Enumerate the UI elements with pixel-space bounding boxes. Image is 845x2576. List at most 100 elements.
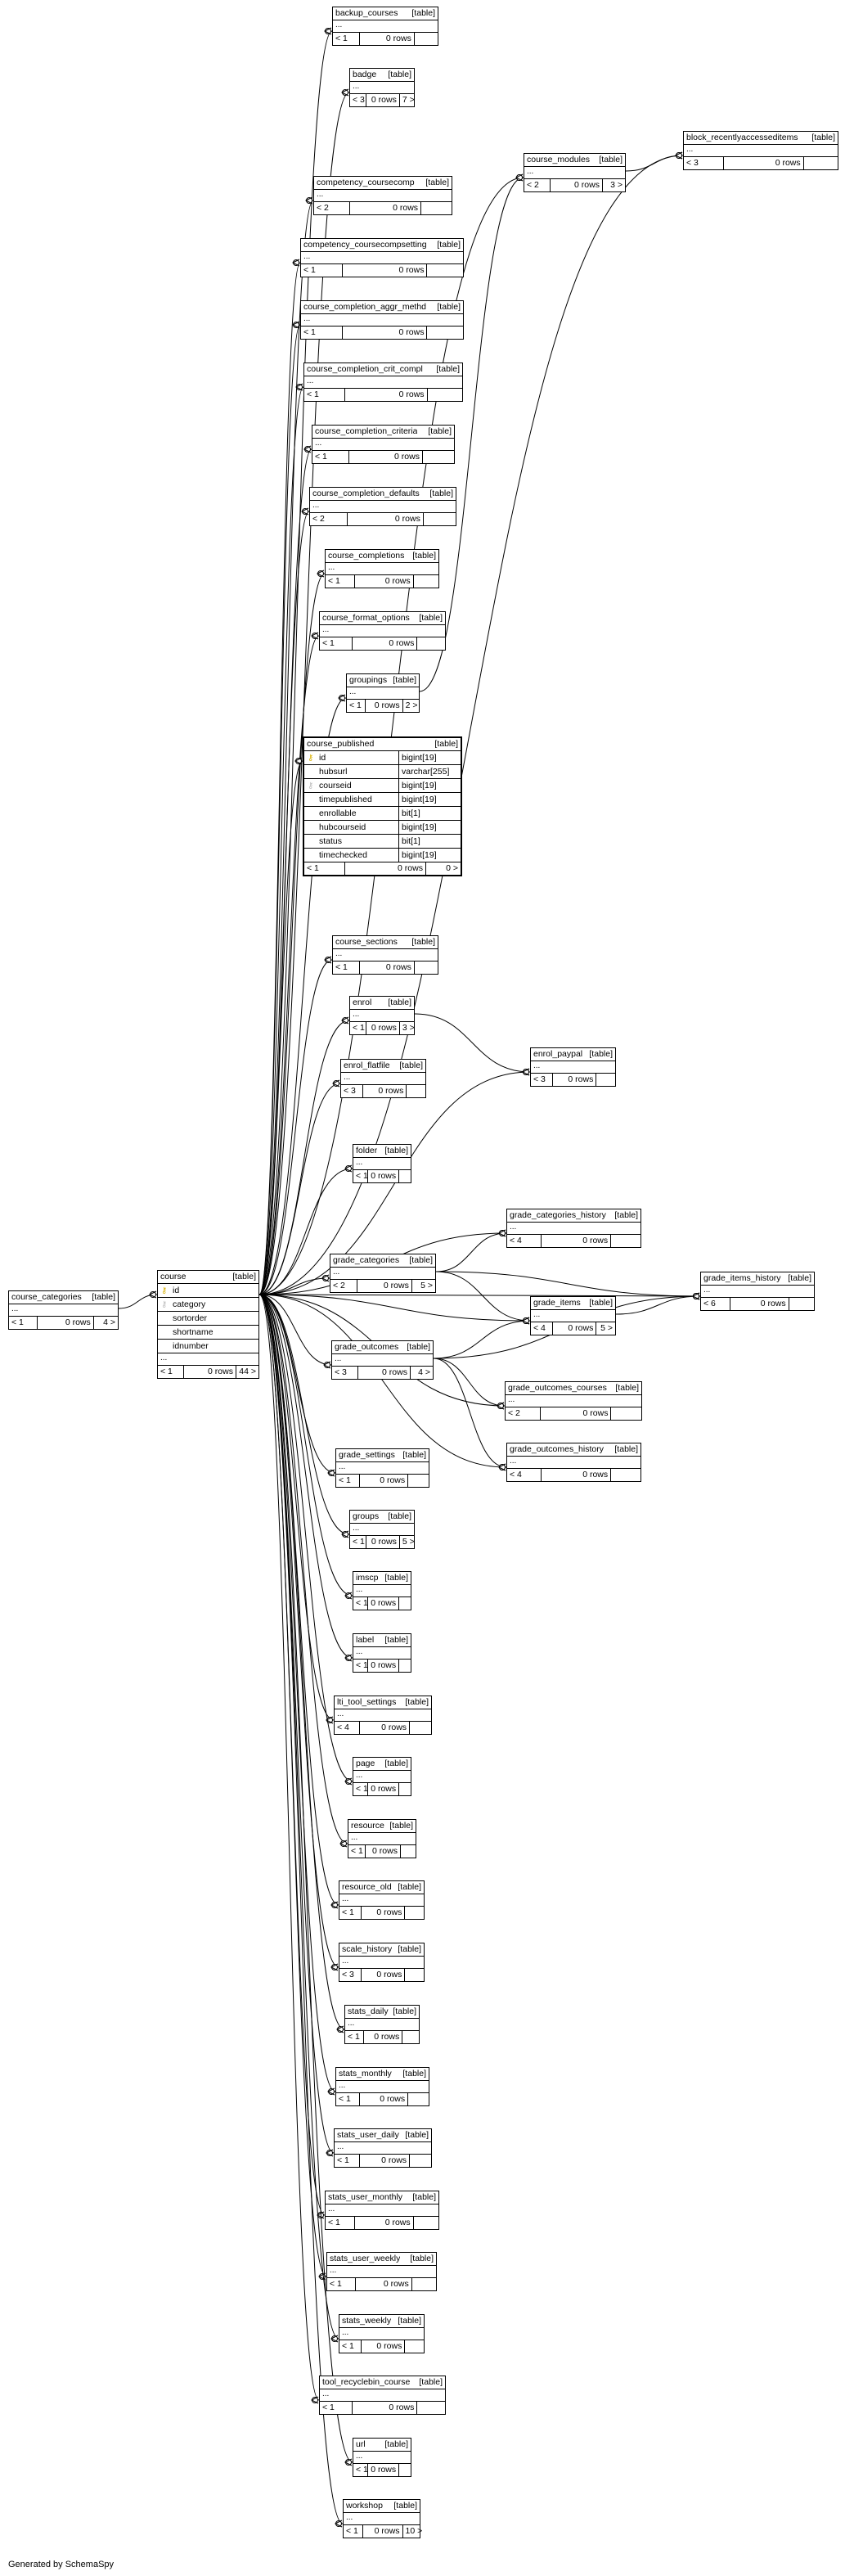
relationship-line[interactable] bbox=[258, 697, 347, 1295]
child-count[interactable] bbox=[414, 2217, 438, 2229]
parent-count[interactable]: < 3 bbox=[332, 1367, 358, 1379]
parent-count[interactable]: < 1 bbox=[336, 1475, 361, 1487]
table-header[interactable]: page[table] bbox=[353, 1758, 411, 1771]
table-header[interactable]: workshop[table] bbox=[344, 2500, 420, 2513]
child-count[interactable] bbox=[427, 264, 463, 277]
table-name[interactable]: course_completion_defaults bbox=[312, 489, 420, 498]
relationship-line[interactable] bbox=[625, 155, 684, 172]
table-name[interactable]: grade_items bbox=[533, 1298, 581, 1308]
table-name[interactable]: lti_tool_settings bbox=[337, 1697, 397, 1707]
table-header[interactable]: course_completions[table] bbox=[326, 550, 438, 563]
relationship-line[interactable] bbox=[258, 1294, 701, 1297]
table-header[interactable]: course_completion_aggr_methd[table] bbox=[301, 301, 463, 314]
relationship-line[interactable] bbox=[615, 1295, 701, 1315]
child-count[interactable] bbox=[410, 2155, 431, 2167]
table-name[interactable]: badge bbox=[353, 70, 377, 79]
table-name[interactable]: course_completion_crit_compl bbox=[307, 364, 423, 374]
child-count[interactable] bbox=[412, 2278, 436, 2290]
child-count[interactable] bbox=[408, 2093, 429, 2105]
table-header[interactable]: lti_tool_settings[table] bbox=[335, 1696, 431, 1709]
table-name[interactable]: course bbox=[160, 1272, 187, 1281]
table-block-recentlyaccesseditems[interactable]: block_recentlyaccesseditems[table]...< 3… bbox=[683, 131, 838, 170]
child-count[interactable] bbox=[428, 389, 462, 401]
table-header[interactable]: course_categories[table] bbox=[9, 1291, 118, 1304]
child-count[interactable] bbox=[414, 575, 438, 588]
table-header[interactable]: resource[table] bbox=[348, 1820, 416, 1833]
child-count[interactable]: 2 > bbox=[405, 700, 418, 710]
parent-count[interactable]: < 4 bbox=[507, 1235, 542, 1247]
child-count[interactable]: 10 > bbox=[405, 2526, 423, 2536]
relationship-line[interactable] bbox=[258, 573, 326, 1295]
relationship-line[interactable] bbox=[258, 1294, 339, 1968]
relationship-line[interactable] bbox=[258, 1294, 353, 1782]
table-header[interactable]: enrol_flatfile[table] bbox=[341, 1060, 425, 1073]
table-name[interactable]: grade_outcomes_history bbox=[510, 1444, 604, 1454]
relationship-line[interactable] bbox=[258, 1294, 348, 1844]
table-name[interactable]: stats_weekly bbox=[342, 2316, 392, 2326]
parent-count[interactable]: < 2 bbox=[314, 202, 350, 214]
parent-count[interactable]: < 1 bbox=[344, 2525, 364, 2538]
table-name[interactable]: competency_coursecompsetting bbox=[303, 240, 427, 250]
table-header[interactable]: course_modules[table] bbox=[524, 154, 625, 167]
table-name[interactable]: page bbox=[356, 1759, 375, 1768]
relationship-line[interactable] bbox=[258, 155, 684, 1295]
relationship-line[interactable] bbox=[258, 959, 333, 1295]
relationship-line[interactable] bbox=[258, 386, 304, 1295]
child-count[interactable] bbox=[405, 1907, 424, 1919]
parent-count[interactable]: < 1 bbox=[339, 2340, 362, 2353]
parent-count[interactable]: < 1 bbox=[335, 2155, 360, 2167]
column-row[interactable]: idnumber bbox=[158, 1340, 258, 1353]
table-name[interactable]: resource bbox=[351, 1821, 384, 1831]
child-count[interactable]: 3 > bbox=[610, 180, 623, 190]
table-header[interactable]: badge[table] bbox=[350, 69, 414, 82]
relationship-line[interactable] bbox=[258, 1294, 327, 2277]
table-header[interactable]: stats_monthly[table] bbox=[336, 2068, 429, 2081]
table-name[interactable]: course_modules bbox=[527, 155, 591, 164]
child-count[interactable] bbox=[415, 961, 438, 974]
relationship-line[interactable] bbox=[258, 760, 303, 1295]
parent-count[interactable]: < 1 bbox=[326, 575, 355, 588]
table-name[interactable]: enrol bbox=[353, 998, 372, 1007]
table-name[interactable]: stats_user_weekly bbox=[330, 2254, 401, 2263]
relationship-line[interactable] bbox=[258, 1294, 353, 1596]
table-name[interactable]: label bbox=[356, 1635, 375, 1645]
relationship-line[interactable] bbox=[435, 1232, 507, 1272]
child-count[interactable]: 3 > bbox=[402, 1023, 415, 1033]
table-name[interactable]: tool_recyclebin_course bbox=[322, 2377, 411, 2387]
table-header[interactable]: grade_categories_history[table] bbox=[507, 1209, 640, 1223]
table-name[interactable]: imscp bbox=[356, 1573, 379, 1583]
parent-count[interactable]: < 1 bbox=[348, 1845, 366, 1858]
parent-count[interactable]: < 1 bbox=[345, 2031, 365, 2043]
parent-count[interactable]: < 1 bbox=[304, 862, 345, 875]
table-name[interactable]: stats_monthly bbox=[339, 2069, 392, 2078]
parent-count[interactable]: < 1 bbox=[353, 1660, 369, 1672]
child-count[interactable] bbox=[427, 327, 463, 339]
relationship-line[interactable] bbox=[258, 1294, 332, 1366]
table-header[interactable]: groupings[table] bbox=[347, 674, 419, 687]
child-count[interactable] bbox=[417, 2402, 445, 2414]
table-header[interactable]: enrol[table] bbox=[350, 997, 414, 1010]
child-count[interactable]: 4 > bbox=[103, 1317, 115, 1327]
